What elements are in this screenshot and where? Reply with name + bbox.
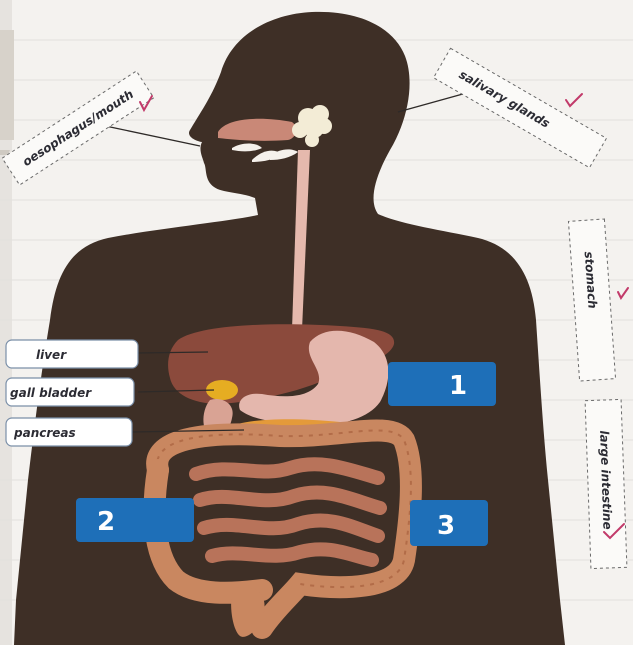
svg-text:pancreas: pancreas xyxy=(13,426,76,440)
label-pancreas: pancreas xyxy=(6,418,132,446)
svg-text:3: 3 xyxy=(437,511,455,541)
label-gall-bladder: gall bladder xyxy=(6,378,134,406)
svg-text:2: 2 xyxy=(97,507,115,537)
svg-text:liver: liver xyxy=(36,348,67,362)
svg-text:1: 1 xyxy=(449,371,467,401)
label-large-intestine: large intestine xyxy=(585,399,627,568)
number-box-1: 1 xyxy=(388,362,496,406)
svg-text:gall bladder: gall bladder xyxy=(10,386,92,400)
label-liver: liver xyxy=(6,340,138,368)
number-box-2: 2 xyxy=(76,498,194,542)
number-box-3: 3 xyxy=(410,500,488,546)
